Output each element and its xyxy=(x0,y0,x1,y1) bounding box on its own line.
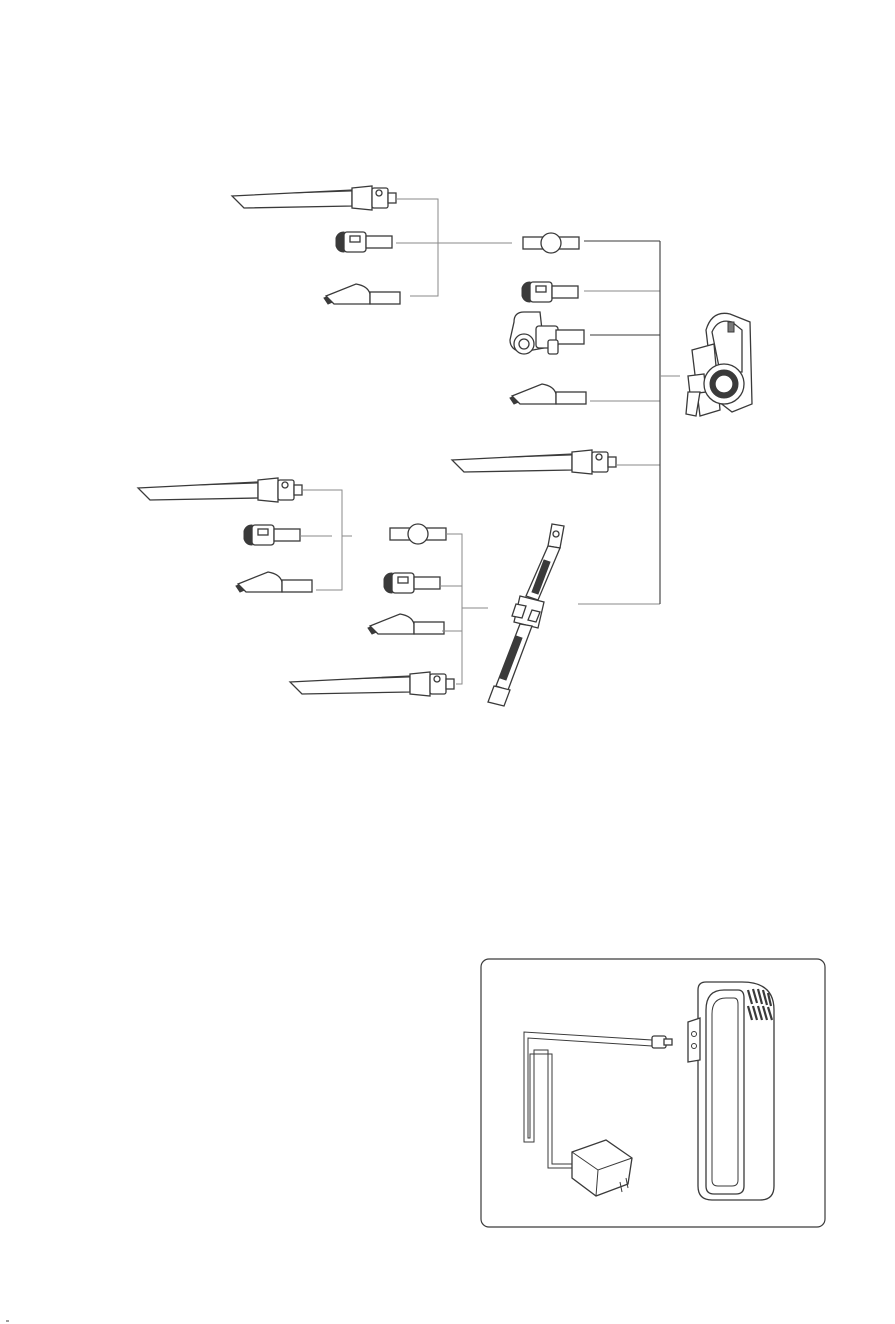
dusting-brush-main xyxy=(522,282,578,302)
dusting-brush-wand xyxy=(384,573,440,593)
extension-wand xyxy=(488,524,564,706)
adapter-wand xyxy=(390,524,446,544)
crevice-tool-bottom-left xyxy=(138,478,302,502)
charging-dock xyxy=(688,982,774,1200)
upholstery-brush-bottom-left xyxy=(236,572,312,592)
group-top-left xyxy=(232,186,512,304)
upholstery-brush-main xyxy=(510,384,586,404)
adapter-main xyxy=(523,233,579,253)
handheld-vacuum xyxy=(686,313,752,416)
box-contents xyxy=(481,959,825,1227)
upholstery-brush-wand xyxy=(368,614,444,634)
crevice-tool-top-left xyxy=(232,186,396,210)
dusting-brush-top-left xyxy=(336,232,392,252)
crevice-tool-wand xyxy=(290,672,454,696)
group-main xyxy=(452,233,680,604)
upholstery-brush-top-left xyxy=(324,284,400,304)
crevice-tool-main xyxy=(452,450,616,474)
charging-adapter xyxy=(524,1032,672,1196)
dusting-brush-bottom-left xyxy=(244,525,300,545)
motorized-mini-brush xyxy=(510,312,584,354)
group-wand xyxy=(290,524,488,696)
group-bottom-left xyxy=(138,478,352,592)
